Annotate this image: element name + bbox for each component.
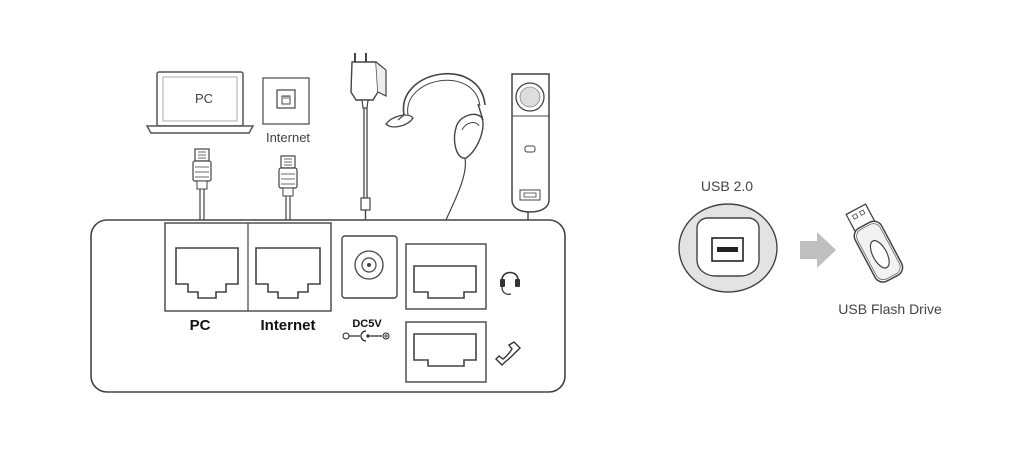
usb-drive-label: USB Flash Drive [838,301,942,317]
internet-port-label: Internet [260,317,315,334]
internet-device-label: Internet [266,130,310,145]
handset-port-icon [495,341,521,366]
dc-port-label: DC5V [352,318,382,330]
arrow-right-icon [800,232,836,268]
pc-cable [192,148,212,220]
internet-cable [278,155,298,220]
handset-icon [473,73,550,341]
ethernet-ports [164,222,332,312]
pc-port-label: PC [190,317,211,334]
dc-polarity-icon [342,330,390,342]
pc-device-label: PC [195,91,213,106]
usb-port-label: USB 2.0 [701,178,753,194]
power-adapter-icon [350,53,387,220]
usb-port-icon [678,203,778,293]
handset-port [405,321,487,383]
dc-power-port [341,235,398,299]
internet-wall-jack-icon [262,77,310,125]
internet-port [255,247,321,299]
laptop-icon [145,71,255,134]
headset-port [405,243,487,310]
usb-flash-drive-icon [845,203,904,283]
pc-port [175,247,239,299]
headset-port-icon [500,271,520,295]
